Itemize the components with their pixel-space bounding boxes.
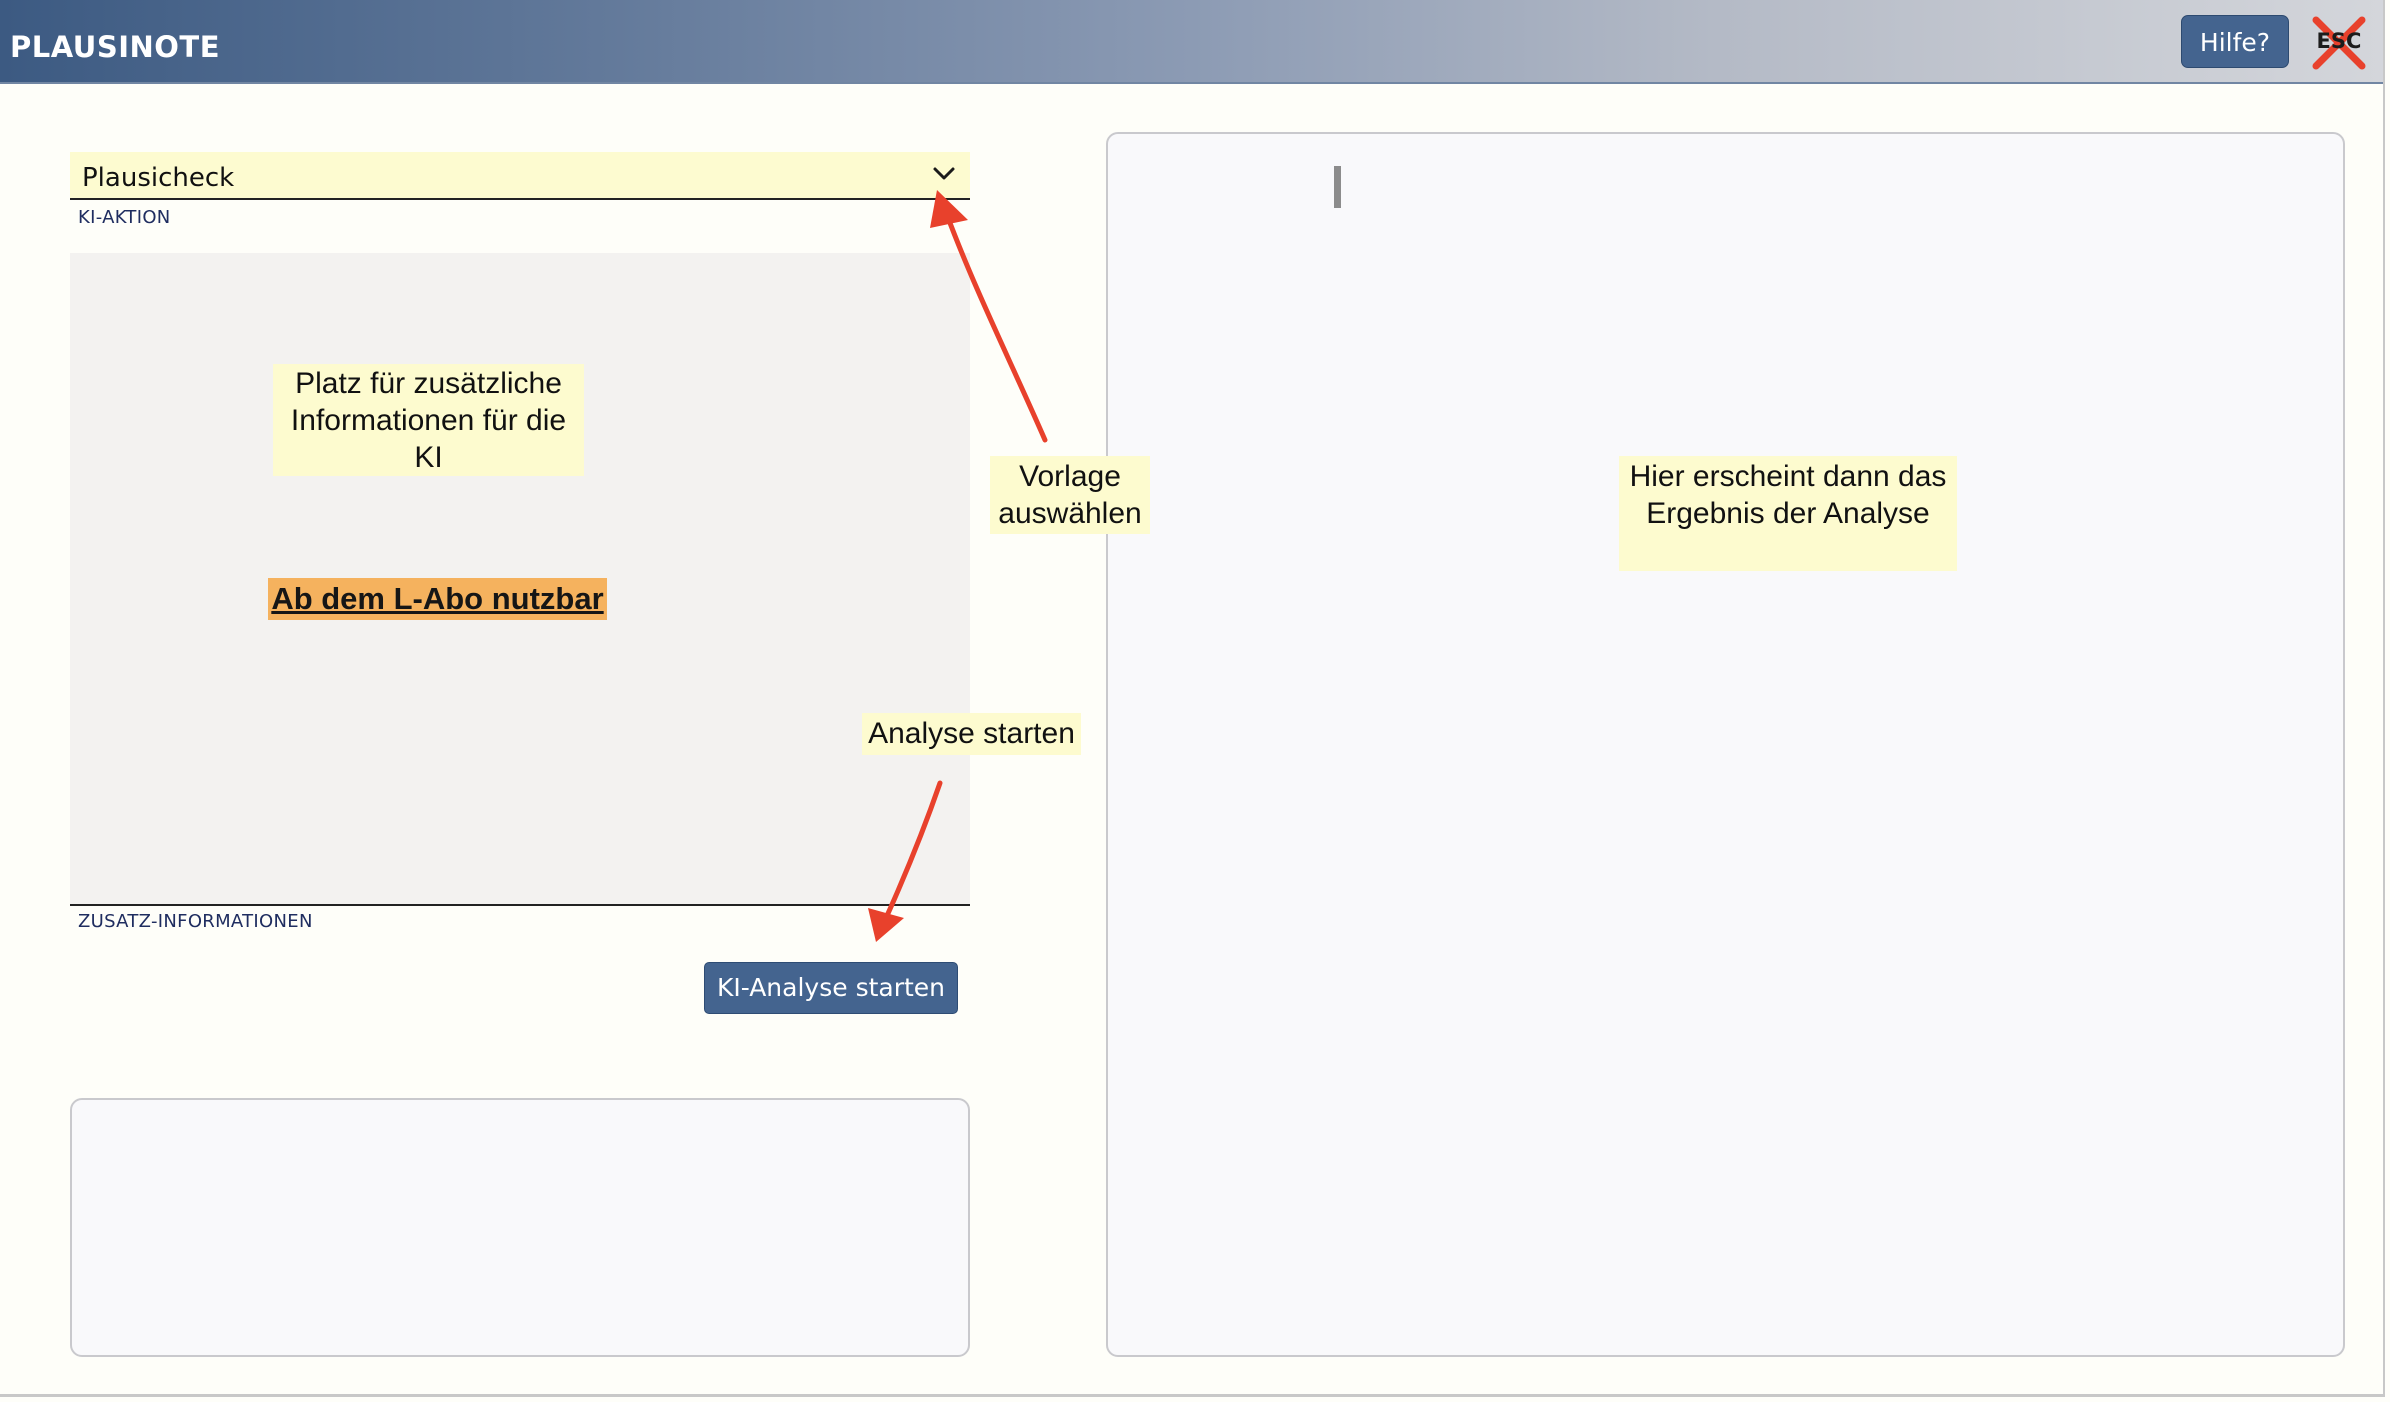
start-analysis-button[interactable]: KI-Analyse starten: [704, 962, 958, 1014]
subscription-badge: Ab dem L-Abo nutzbar: [268, 578, 607, 620]
extra-info-label: ZUSATZ-INFORMATIONEN: [78, 911, 313, 932]
app-title: PLAUSINOTE: [10, 30, 221, 64]
help-button[interactable]: Hilfe?: [2181, 15, 2289, 68]
result-panel: [1106, 132, 2345, 1357]
extra-info-note: Platz für zusätzliche Informationen für …: [273, 364, 584, 476]
result-note: Hier erscheint dann das Ergebnis der Ana…: [1619, 456, 1957, 571]
text-cursor: [1334, 166, 1341, 208]
ki-action-label: KI-AKTION: [78, 207, 171, 228]
status-panel: [70, 1098, 970, 1357]
esc-close-button[interactable]: ESC: [2310, 16, 2368, 70]
ki-action-select[interactable]: Plausicheck: [70, 152, 970, 200]
select-template-note: Vorlage auswählen: [990, 456, 1150, 534]
title-bar: PLAUSINOTE Hilfe? ESC: [0, 0, 2383, 84]
start-analysis-note: Analyse starten: [862, 713, 1081, 755]
close-x-icon: [2312, 16, 2366, 70]
ki-action-selected-value: Plausicheck: [82, 163, 235, 193]
chevron-down-icon: [932, 164, 956, 189]
esc-label: ESC: [2316, 29, 2362, 53]
